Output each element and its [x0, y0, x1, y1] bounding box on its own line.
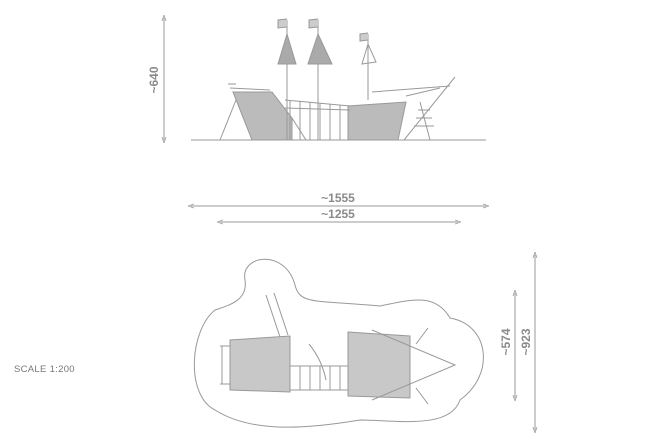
masts: [277, 18, 377, 140]
equipment-width-label: ~574: [499, 328, 513, 355]
top-view: [193, 258, 484, 428]
safety-area-width-label: ~923: [519, 328, 533, 355]
flag: [277, 18, 288, 29]
equipment-length-label: ~1255: [321, 207, 355, 221]
walkway: [289, 365, 349, 391]
scale-label: SCALE 1:200: [14, 364, 75, 375]
ladder: [265, 292, 289, 338]
flag: [359, 32, 369, 42]
side-view: [164, 18, 486, 140]
flag: [308, 18, 319, 29]
safety-area-outline: [193, 258, 484, 428]
stern-deck: [229, 335, 291, 393]
bow-deck: [347, 331, 411, 399]
bow-hull: [347, 101, 407, 141]
overall-length-label: ~1555: [321, 191, 355, 205]
sail: [307, 32, 333, 65]
sail: [277, 32, 297, 65]
height-label: ~640: [147, 66, 161, 93]
stern-hull: [232, 91, 293, 141]
